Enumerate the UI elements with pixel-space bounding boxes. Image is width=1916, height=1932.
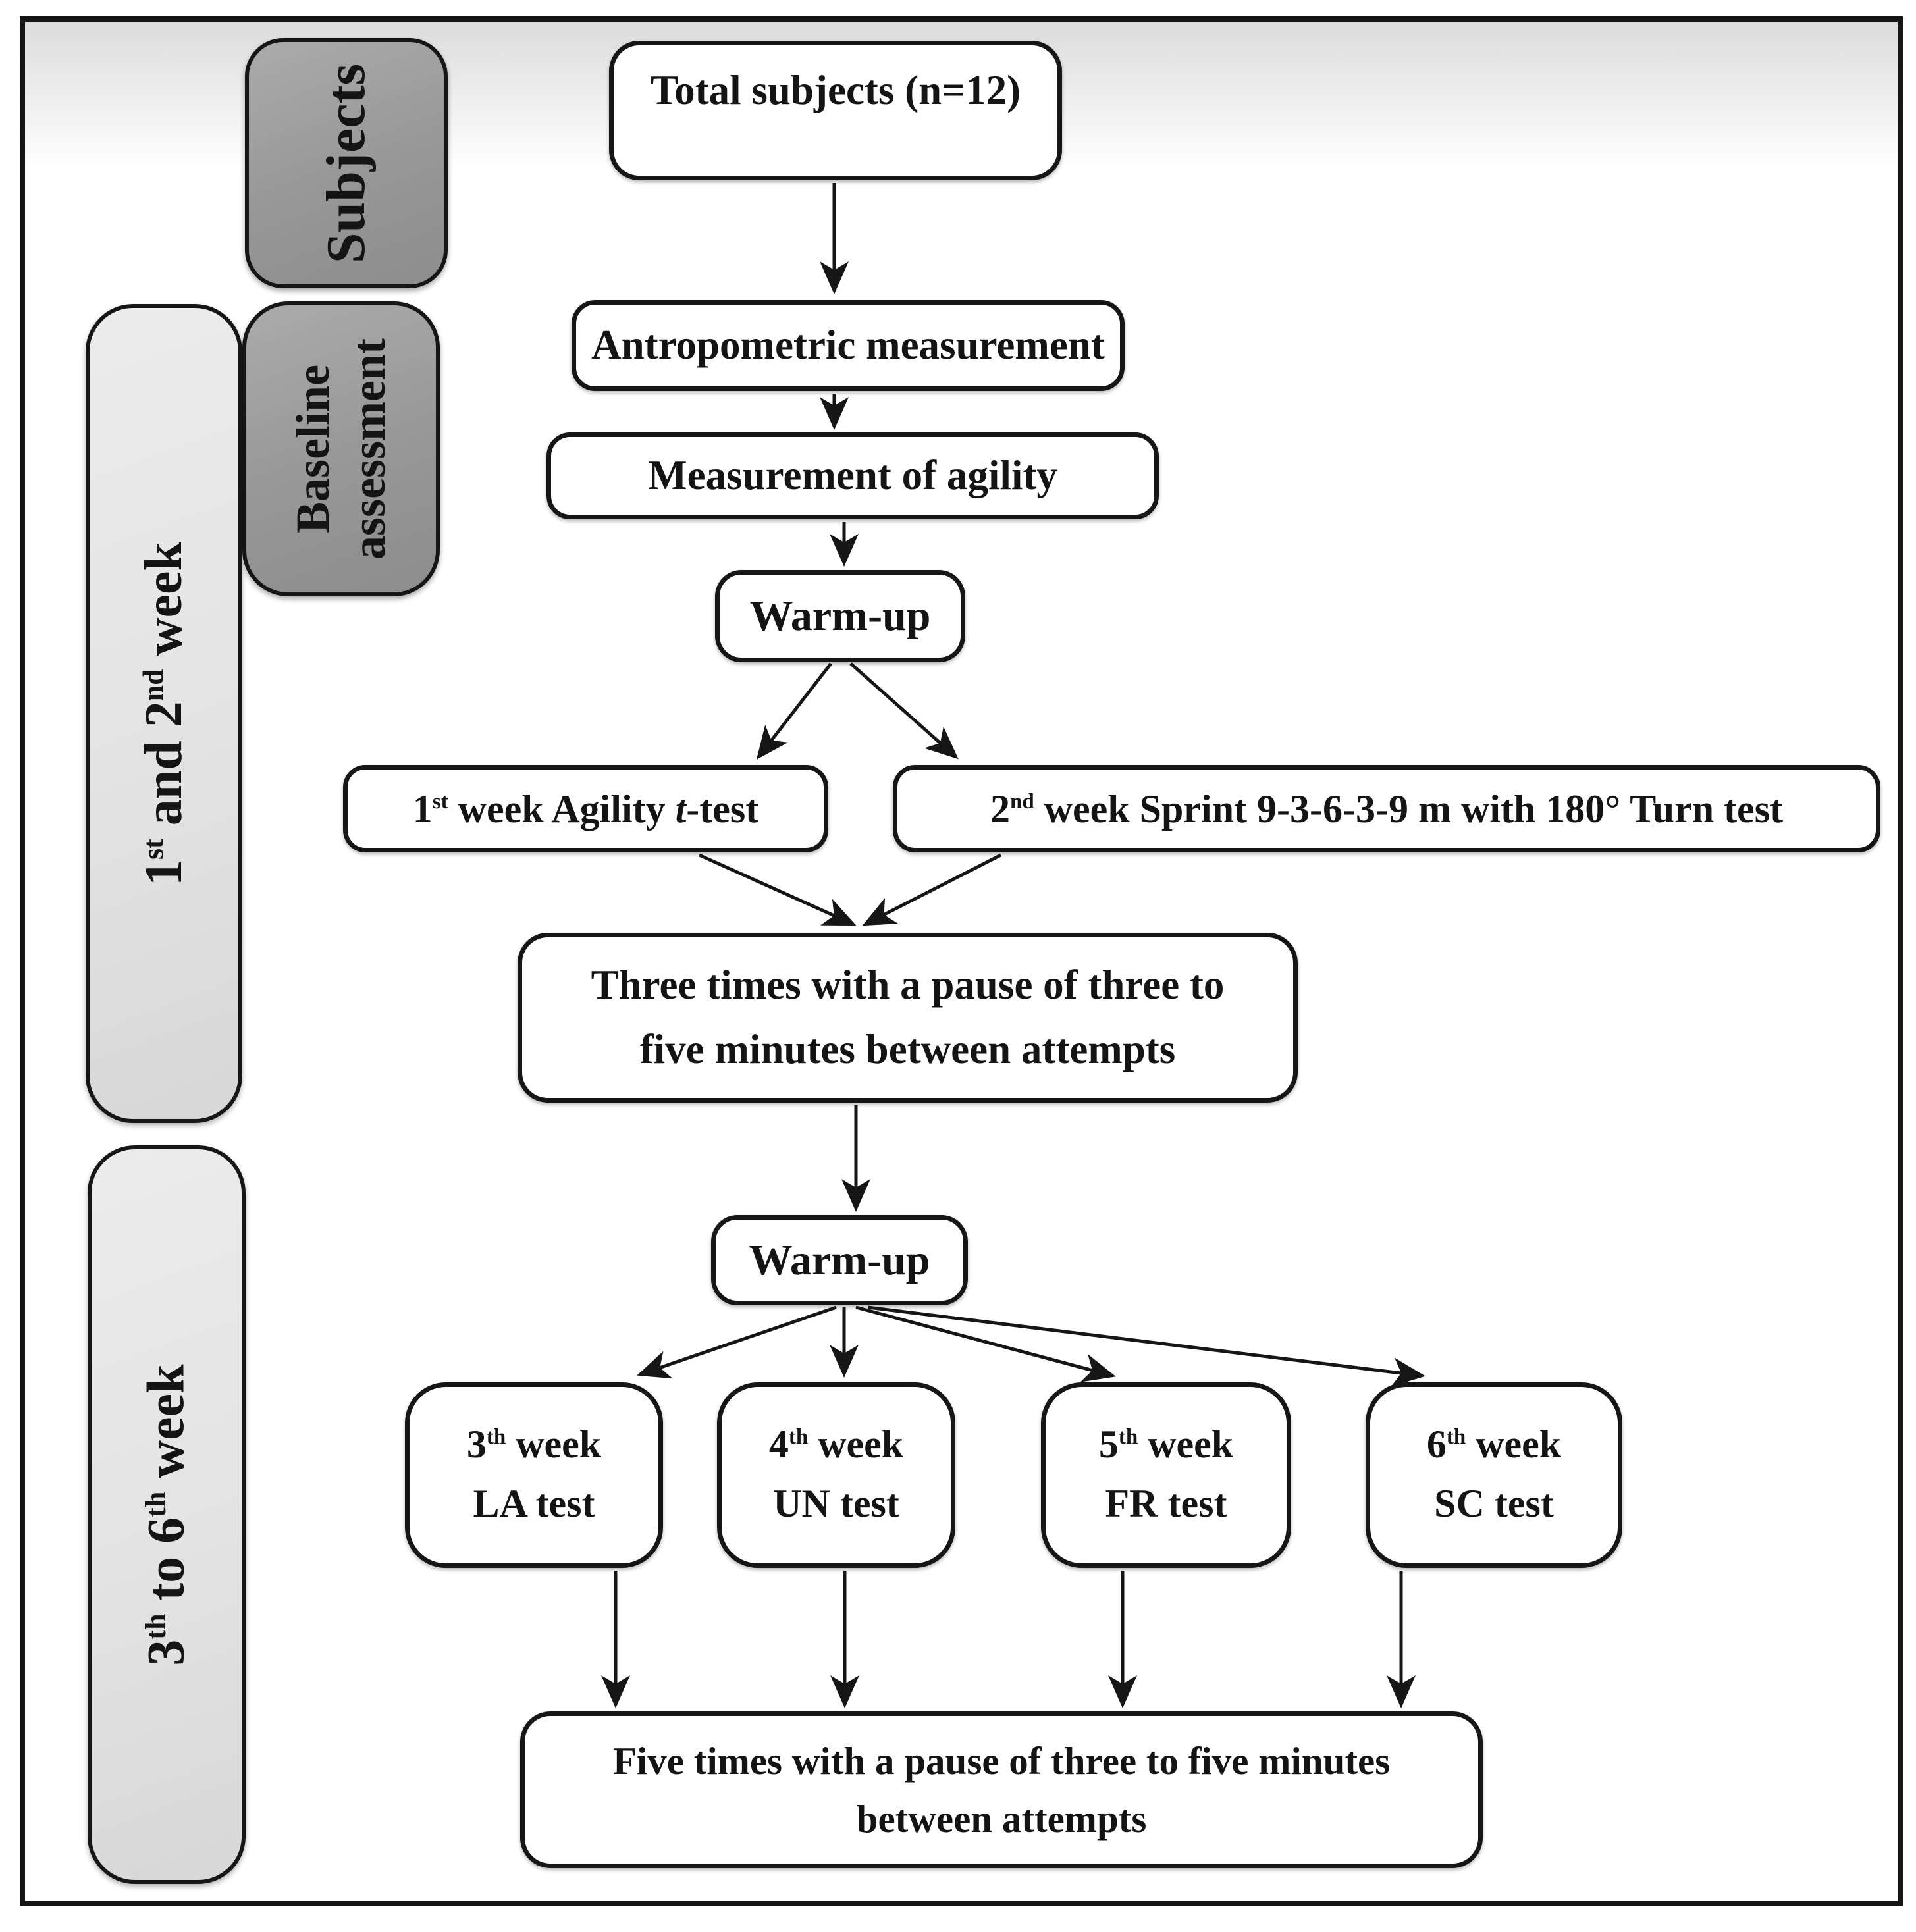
box-week5-fr-test: 5th week FR test (1041, 1382, 1291, 1568)
label-subjects-text: Subjects (315, 63, 377, 263)
box-week2-sprint-turn-test: 2nd week Sprint 9-3-6-3-9 m with 180° Tu… (893, 765, 1880, 852)
box-week3-la-test: 3th week LA test (405, 1382, 663, 1568)
box-antropometric-measurement: Antropometric measurement (572, 300, 1125, 391)
label-baseline-assessment: Baseline assessment (242, 301, 440, 596)
box-three-times-pause: Three times with a pause of three to fiv… (518, 933, 1298, 1103)
label-baseline-text: Baseline assessment (286, 338, 395, 560)
label-week-3-6: 3th to 6th week (88, 1145, 246, 1884)
box-total-subjects: Total subjects (n=12) (609, 41, 1062, 180)
label-week-1-2-text: 1st and 2nd week (134, 541, 193, 886)
box-warmup-2: Warm-up (711, 1215, 968, 1305)
label-week-1-2: 1st and 2nd week (86, 304, 242, 1123)
label-subjects: Subjects (245, 38, 448, 288)
box-week4-un-test: 4th week UN test (717, 1382, 955, 1568)
box-week1-agility-t-test: 1st week Agility t-test (343, 765, 828, 852)
box-warmup-1: Warm-up (715, 570, 965, 662)
box-five-times-pause: Five times with a pause of three to five… (520, 1711, 1483, 1868)
box-week6-sc-test: 6th week SC test (1366, 1382, 1622, 1568)
label-week-3-6-text: 3th to 6th week (137, 1363, 196, 1666)
box-measurement-of-agility: Measurement of agility (546, 432, 1159, 519)
